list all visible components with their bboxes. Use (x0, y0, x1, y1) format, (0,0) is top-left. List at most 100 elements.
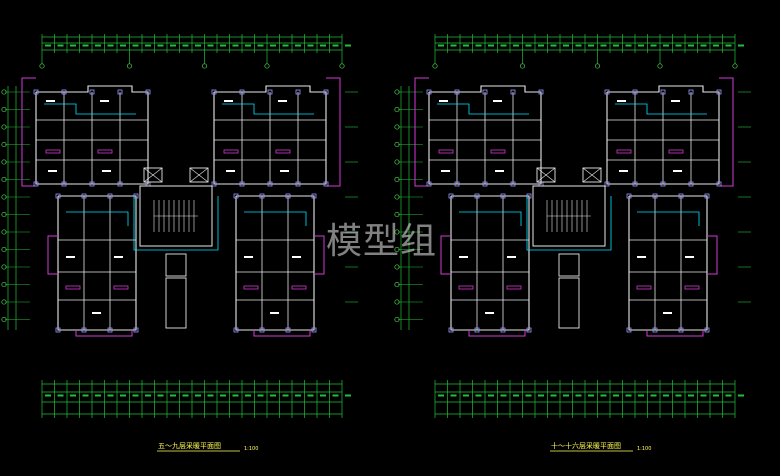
heating-riser (526, 196, 612, 251)
dimension-text-mark (282, 394, 289, 397)
axis-bubble (394, 141, 400, 148)
dimension-text-mark (257, 44, 264, 47)
radiator (668, 149, 684, 154)
dimension-text-mark (588, 44, 594, 47)
structural-column (426, 89, 432, 95)
structural-column (626, 327, 632, 333)
structural-column (55, 193, 61, 199)
structural-column (33, 89, 39, 95)
heating-pipe (459, 211, 522, 226)
structural-column (285, 193, 291, 199)
bottom-dimension-chain (434, 380, 744, 418)
structural-column (704, 327, 710, 333)
dimension-text-mark (700, 394, 707, 397)
structural-column (311, 193, 317, 199)
plan-scale: 1:100 (637, 446, 651, 452)
dimension-text-mark (207, 44, 214, 47)
room-label (100, 100, 109, 102)
exterior-wall (235, 195, 315, 331)
dimension-text-mark (220, 44, 226, 47)
dimension-text-mark (513, 44, 519, 47)
structural-column (626, 193, 632, 199)
corridor-room (165, 277, 187, 329)
balcony-outline (707, 235, 718, 275)
structural-column (660, 181, 666, 187)
room-label (102, 170, 111, 172)
dimension-text-mark (575, 394, 582, 397)
room-label (92, 312, 101, 314)
heating-pipe (244, 211, 307, 226)
structural-column (117, 181, 123, 187)
radiator (113, 285, 129, 290)
structural-column (61, 89, 67, 95)
structural-column (510, 89, 516, 95)
lift-cross (143, 167, 163, 183)
structural-column (323, 89, 329, 95)
structural-column (285, 327, 291, 333)
dimension-text-mark (613, 44, 619, 47)
structural-column (454, 89, 460, 95)
building-wing-1 (21, 77, 151, 337)
axis-bubble (732, 63, 738, 69)
structural-column (652, 327, 658, 333)
axis-bubble (1, 229, 7, 235)
structural-column (233, 327, 239, 333)
balcony-outline (75, 330, 133, 337)
axis-bubble (394, 211, 400, 218)
exterior-wall (57, 195, 137, 331)
structural-column (678, 327, 684, 333)
structural-column (61, 181, 67, 187)
radiator (684, 285, 700, 290)
dimension-text-mark (450, 394, 457, 397)
watermark: 模型组 (326, 221, 438, 262)
dimension-text-mark (600, 394, 607, 397)
axis-bubble (1, 264, 7, 270)
room-label (226, 170, 235, 172)
dimension-text-mark (307, 394, 314, 397)
room-label (48, 170, 57, 172)
dimension-text-mark (45, 44, 51, 47)
structural-column (89, 181, 95, 187)
room-label (439, 100, 448, 102)
axis-bubble (394, 229, 400, 235)
structural-column (454, 181, 460, 187)
radiator (458, 285, 474, 290)
dimension-text-mark (295, 44, 301, 47)
dimension-text-mark (563, 44, 569, 47)
dimension-text-mark (588, 394, 594, 397)
structural-column (652, 193, 658, 199)
central-core (526, 167, 612, 329)
heating-pipe (66, 211, 129, 226)
dimension-text-mark (538, 44, 544, 47)
structural-column (259, 193, 265, 199)
room-label (224, 100, 233, 102)
dimension-text-mark (675, 394, 682, 397)
dimension-text-mark (725, 394, 732, 397)
room-label (493, 100, 502, 102)
dimension-text-mark (170, 394, 176, 397)
top-dimension-chain (432, 34, 744, 69)
axis-bubble (1, 141, 7, 148)
dimension-text-mark (450, 44, 457, 47)
structural-column (117, 89, 123, 95)
structural-column (704, 193, 710, 199)
structural-column (107, 193, 113, 199)
structural-column (81, 193, 87, 199)
room-label (619, 170, 628, 172)
exterior-wall (35, 85, 149, 185)
dimension-text-mark (625, 44, 632, 47)
axis-bubble (1, 316, 7, 323)
plan-title: 五～九层采暖平面图 (158, 441, 221, 450)
room-label (292, 256, 301, 258)
dimension-text-mark (638, 44, 644, 47)
axis-bubble (1, 194, 7, 200)
dimension-text-mark (320, 394, 326, 397)
lift-cross (536, 167, 556, 183)
dimension-text-mark (57, 394, 64, 397)
heating-pipe (615, 103, 707, 115)
room-label (671, 100, 680, 102)
dimension-text-mark (332, 44, 339, 47)
